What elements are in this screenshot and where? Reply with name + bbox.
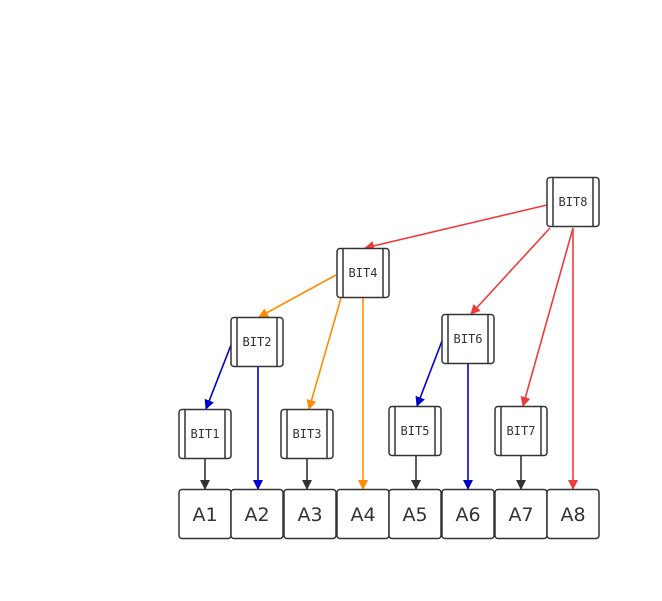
bit-node-label: BIT7 bbox=[507, 424, 536, 438]
bit-node-bit6: BIT6 bbox=[441, 313, 495, 365]
array-node-a3: A3 bbox=[283, 488, 337, 540]
bit-node-bit2: BIT2 bbox=[230, 316, 284, 368]
edge-bit2-to-bit1 bbox=[204, 344, 232, 410]
bit-node-label: BIT2 bbox=[243, 335, 272, 349]
bit-node-bit3: BIT3 bbox=[280, 408, 334, 460]
bit-node-bit5: BIT5 bbox=[388, 405, 442, 457]
edges-layer bbox=[200, 204, 578, 490]
edge-bit8-to-bit7 bbox=[520, 227, 574, 407]
edge-bit8-to-bit4 bbox=[364, 204, 548, 251]
bit-node-label: BIT3 bbox=[293, 427, 322, 441]
bit-node-bit8: BIT8 bbox=[546, 176, 600, 228]
bit-node-bit1: BIT1 bbox=[178, 408, 232, 460]
array-node-a8: A8 bbox=[546, 488, 600, 540]
array-node-a2: A2 bbox=[230, 488, 284, 540]
array-node-a7: A7 bbox=[494, 488, 548, 540]
array-node-label: A4 bbox=[350, 504, 375, 526]
array-node-label: A2 bbox=[244, 504, 269, 526]
bit-node-label: BIT6 bbox=[454, 332, 483, 346]
array-node-a6: A6 bbox=[441, 488, 495, 540]
array-node-label: A7 bbox=[508, 504, 533, 526]
bit-node-bit4: BIT4 bbox=[336, 247, 390, 299]
array-node-label: A1 bbox=[192, 504, 217, 526]
array-node-a5: A5 bbox=[388, 488, 442, 540]
edge-bit8-to-bit6 bbox=[470, 227, 551, 315]
bit-node-bit7: BIT7 bbox=[494, 405, 548, 457]
bit-node-label: BIT8 bbox=[559, 195, 588, 209]
bit-node-label: BIT1 bbox=[191, 427, 220, 441]
array-node-label: A3 bbox=[297, 504, 322, 526]
array-node-a4: A4 bbox=[336, 488, 390, 540]
edge-bit6-to-bit5 bbox=[415, 340, 443, 407]
array-node-label: A8 bbox=[560, 504, 585, 526]
bit-node-label: BIT5 bbox=[401, 424, 430, 438]
array-node-label: A5 bbox=[402, 504, 427, 526]
array-node-label: A6 bbox=[455, 504, 480, 526]
edge-bit4-to-bit3 bbox=[306, 297, 342, 410]
edge-bit4-to-bit2 bbox=[258, 274, 337, 318]
array-node-a1: A1 bbox=[178, 488, 232, 540]
bit-node-label: BIT4 bbox=[349, 266, 378, 280]
